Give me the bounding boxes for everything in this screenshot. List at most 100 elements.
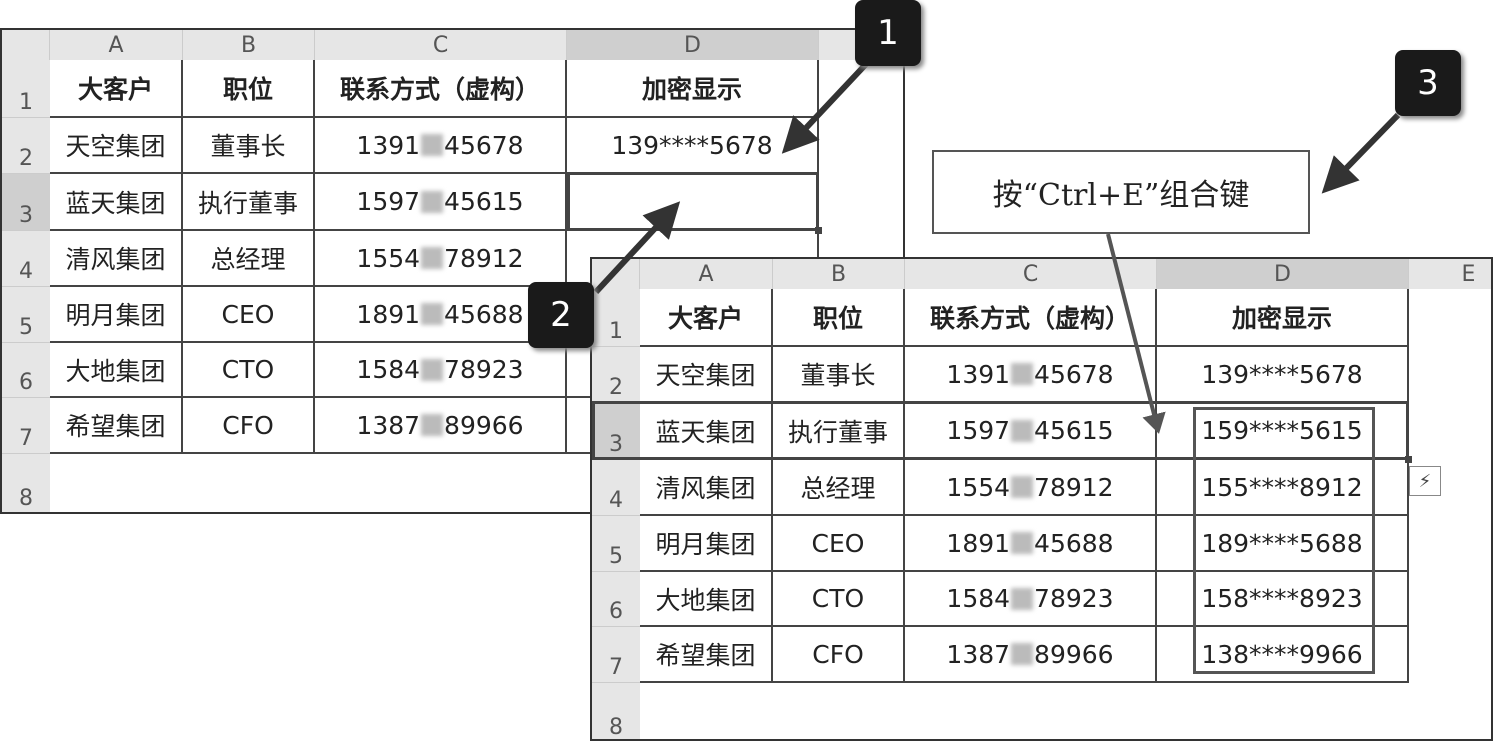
phone-suffix: 78923 [1034,584,1114,613]
blurred-digits [421,414,444,436]
row-header-2[interactable]: 2 [592,347,640,403]
step-badge-2: 2 [528,282,594,348]
flash-fill-result-highlight [1193,407,1375,674]
company-cell[interactable]: 明月集团 [50,287,183,343]
row-header-6[interactable]: 6 [592,572,640,627]
arrow-step3 [1321,112,1401,194]
phone-prefix: 1391 [946,359,1011,389]
row-header-5[interactable]: 5 [592,516,640,572]
fill-handle[interactable] [1405,456,1412,463]
header-cell[interactable]: 职位 [773,289,905,347]
company-cell[interactable]: 希望集团 [50,398,183,454]
company-cell[interactable]: 天空集团 [640,347,773,403]
flash-fill-options-icon[interactable]: ⚡ [1409,466,1441,496]
company-cell[interactable]: 希望集团 [640,627,773,683]
header-cell[interactable]: 联系方式（虚构） [905,289,1157,347]
header-cell[interactable]: 职位 [183,60,315,118]
company-cell[interactable]: 大地集团 [640,572,773,627]
selected-cell-D3[interactable] [592,401,1409,460]
title-cell[interactable]: 董事长 [183,118,315,174]
company-cell[interactable]: 天空集团 [50,118,183,174]
row-header-3[interactable]: 3 [2,174,50,231]
select-all-corner[interactable] [2,30,50,60]
column-header-D[interactable]: D [567,30,819,60]
blurred-digits [421,358,444,381]
masked-cell[interactable]: 139****5678 [1157,347,1409,403]
masked-cell[interactable]: 189****5688 [1157,516,1409,572]
title-cell[interactable]: CTO [183,343,315,398]
title-cell[interactable]: CTO [773,572,905,627]
masked-cell[interactable]: 158****8923 [1157,572,1409,627]
row-header-1[interactable]: 1 [592,289,640,347]
company-cell[interactable]: 清风集团 [640,460,773,516]
phone-prefix: 1387 [946,639,1011,669]
header-cell[interactable]: 联系方式（虚构） [315,60,567,118]
column-header-E[interactable]: E [1409,259,1491,289]
masked-cell[interactable]: 155****8912 [1157,460,1409,516]
title-cell[interactable]: 总经理 [183,231,315,287]
phone-prefix: 1554 [356,243,421,273]
column-header-C[interactable]: C [315,30,567,60]
row-header-8[interactable]: 8 [2,454,50,512]
phone-suffix: 45615 [444,187,524,216]
blurred-digits [1011,532,1034,554]
masked-cell[interactable]: 138****9966 [1157,627,1409,683]
header-cell[interactable]: 加密显示 [1157,289,1409,347]
column-header-A[interactable]: A [50,30,183,60]
company-cell[interactable]: 清风集团 [50,231,183,287]
column-header-A[interactable]: A [640,259,773,289]
column-header-D[interactable]: D [1157,259,1409,289]
row-header-7[interactable]: 7 [592,627,640,683]
title-cell[interactable]: CFO [183,398,315,454]
title-cell[interactable]: CFO [773,627,905,683]
title-cell[interactable]: 执行董事 [183,174,315,231]
phone-prefix: 1584 [946,584,1011,613]
row-header-8[interactable]: 8 [592,683,640,739]
row-header-4[interactable]: 4 [2,231,50,287]
row-header-5[interactable]: 5 [2,287,50,343]
phone-cell[interactable]: 1584 78923 [905,572,1157,627]
masked-cell[interactable]: 139****5678 [567,118,819,174]
row-header-2[interactable]: 2 [2,118,50,174]
blurred-digits [421,247,444,269]
row-header-7[interactable]: 7 [2,398,50,454]
column-header-B[interactable]: B [183,30,315,60]
select-all-corner[interactable] [592,259,640,289]
blurred-digits [1011,476,1034,498]
title-cell[interactable]: CEO [183,287,315,343]
phone-suffix: 45615 [1034,416,1114,445]
header-cell[interactable]: 大客户 [50,60,183,118]
step-badge-1: 1 [855,0,921,66]
header-cell[interactable]: 加密显示 [567,60,819,118]
phone-suffix: 45678 [444,130,524,160]
column-header-C[interactable]: C [905,259,1157,289]
column-header-B[interactable]: B [773,259,905,289]
title-cell[interactable]: 总经理 [773,460,905,516]
title-cell[interactable]: CEO [773,516,905,572]
company-cell[interactable]: 蓝天集团 [50,174,183,231]
company-cell[interactable]: 大地集团 [50,343,183,398]
blurred-digits [421,303,444,325]
phone-prefix: 1554 [946,472,1011,502]
header-cell[interactable]: 大客户 [640,289,773,347]
title-cell[interactable]: 董事长 [773,347,905,403]
selected-cell-D3[interactable] [567,172,819,231]
company-cell[interactable]: 明月集团 [640,516,773,572]
row-header-6[interactable]: 6 [2,343,50,398]
instruction-note: 按“Ctrl+E”组合键 [932,150,1310,234]
fill-handle[interactable] [815,227,822,234]
row-header-1[interactable]: 1 [2,60,50,118]
row-header-4[interactable]: 4 [592,460,640,516]
step-badge-3: 3 [1395,50,1461,116]
phone-prefix: 1387 [356,410,421,440]
